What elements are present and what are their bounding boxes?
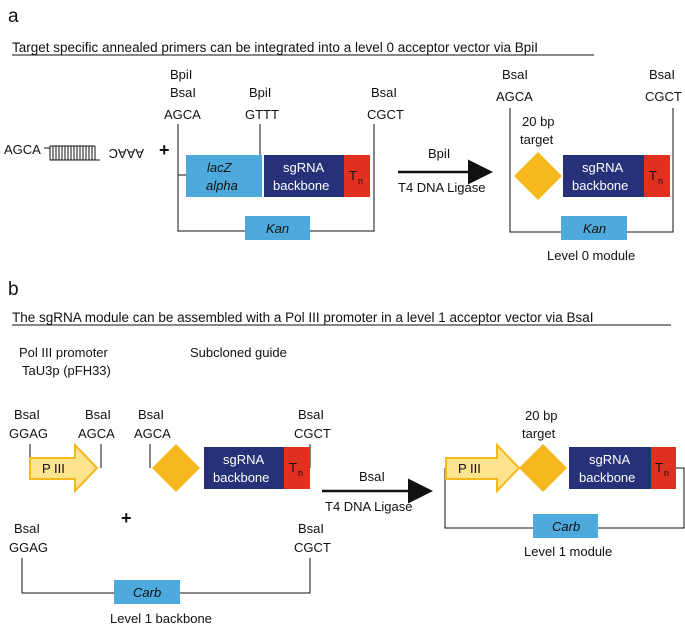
guide-sgrna-box <box>204 447 284 489</box>
guide-site-bsai-1: BsaI <box>138 407 164 422</box>
terminator-label: T <box>349 168 357 183</box>
guide-terminator-sub: n <box>298 468 303 478</box>
promoter-title-1: Pol III promoter <box>19 345 109 360</box>
l0-sgrna-box <box>563 155 644 197</box>
l1-sgrna-box <box>569 447 651 489</box>
arrow-b-ligase: T4 DNA Ligase <box>325 499 412 514</box>
terminator-sub: n <box>358 176 363 186</box>
prom-site-bsai-2: BsaI <box>85 407 111 422</box>
guide-overhang-cgct: CGCT <box>294 426 331 441</box>
l1-carb-label: Carb <box>552 519 580 534</box>
level0-module-label: Level 0 module <box>547 248 635 263</box>
l0-target-2: target <box>520 132 554 147</box>
sgrna-backbone-box <box>264 155 344 197</box>
panel-a-heading: Target specific annealed primers can be … <box>12 40 538 55</box>
bb-carb-box <box>114 580 180 604</box>
lacz-label-2: alpha <box>206 178 238 193</box>
guide-overhang-agca: AGCA <box>134 426 171 441</box>
panel-b-plus: + <box>121 508 132 528</box>
lacz-label-1: lacZ <box>207 160 233 175</box>
level1-backbone-label: Level 1 backbone <box>110 611 212 626</box>
arrow-a-ligase: T4 DNA Ligase <box>398 180 485 195</box>
p3-promoter-arrow <box>29 442 99 494</box>
l0-kan-label: Kan <box>583 221 606 236</box>
level1-module-backbone <box>444 467 685 529</box>
panel-b-heading: The sgRNA module can be assembled with a… <box>12 310 594 325</box>
sgrna-label-1: sgRNA <box>283 160 325 175</box>
guide-sgrna-label-2: backbone <box>213 470 269 485</box>
site-bsai-1: BsaI <box>170 85 196 100</box>
arrow-a-enzyme: BpiI <box>428 146 450 161</box>
bb-overhang-ggag: GGAG <box>9 540 48 555</box>
l0-kan-box <box>561 216 627 240</box>
l0-overhang-cgct: CGCT <box>645 89 682 104</box>
l1-terminator-label: T <box>655 460 663 475</box>
panel-a-plus: + <box>159 140 170 160</box>
lacz-alpha-box <box>186 155 262 197</box>
l0-sgrna-label-1: sgRNA <box>582 160 624 175</box>
l1-carb-box <box>533 514 598 538</box>
l1-sgrna-label-2: backbone <box>579 470 635 485</box>
guide-terminator-label: T <box>289 460 297 475</box>
l0-overhang-agca: AGCA <box>496 89 533 104</box>
l0-site-bsai-1: BsaI <box>502 67 528 82</box>
l0-terminator-sub: n <box>658 176 663 186</box>
kan-box <box>245 216 310 240</box>
overhang-agca-1: AGCA <box>164 107 201 122</box>
panel-a-letter: a <box>8 6 19 27</box>
bb-overhang-cgct: CGCT <box>294 540 331 555</box>
prom-site-bsai-1: BsaI <box>14 407 40 422</box>
primer-top-overhang: AGCA <box>4 142 41 157</box>
site-bsai-2: BsaI <box>371 85 397 100</box>
panel-b-letter: b <box>8 279 19 300</box>
kan-label: Kan <box>266 221 289 236</box>
prom-overhang-agca: AGCA <box>78 426 115 441</box>
guide-title: Subcloned guide <box>190 345 287 360</box>
l0-site-bsai-2: BsaI <box>649 67 675 82</box>
bb-site-bsai-2: BsaI <box>298 521 324 536</box>
l0-sgrna-label-2: backbone <box>572 178 628 193</box>
l0-target-diamond <box>514 152 562 200</box>
l1-target-2: target <box>522 426 556 441</box>
prom-overhang-ggag: GGAG <box>9 426 48 441</box>
l1-target-diamond <box>519 444 567 492</box>
l1-sgrna-label-1: sgRNA <box>589 452 631 467</box>
guide-sgrna-label-1: sgRNA <box>223 452 265 467</box>
sgrna-label-2: backbone <box>273 178 329 193</box>
guide-site-bsai-2: BsaI <box>298 407 324 422</box>
l1-p3-promoter-arrow <box>445 442 521 494</box>
l0-target-1: 20 bp <box>522 114 555 129</box>
site-bpii-2: BpiI <box>249 85 271 100</box>
terminator-box <box>344 155 370 197</box>
l1-target-1: 20 bp <box>525 408 558 423</box>
overhang-gttt: GTTT <box>245 107 279 122</box>
l1-terminator-sub: n <box>664 468 669 478</box>
l1-p3-label: P III <box>458 461 481 476</box>
level1-module-label: Level 1 module <box>524 544 612 559</box>
annealed-primers: AGCA AAAC <box>4 142 144 161</box>
primer-duplex <box>49 145 96 161</box>
l0-terminator-label: T <box>649 168 657 183</box>
promoter-title-2: TaU3p (pFH33) <box>22 363 111 378</box>
guide-terminator-box <box>284 447 310 489</box>
l1-terminator-box <box>651 447 676 489</box>
p3-label: P III <box>42 461 65 476</box>
guide-target-diamond <box>152 444 200 492</box>
bb-carb-label: Carb <box>133 585 161 600</box>
site-bpii-1: BpiI <box>170 67 192 82</box>
bb-site-bsai-1: BsaI <box>14 521 40 536</box>
overhang-cgct-1: CGCT <box>367 107 404 122</box>
l0-terminator-box <box>644 155 670 197</box>
primer-bottom-overhang: AAAC <box>109 146 144 161</box>
arrow-b-enzyme: BsaI <box>359 469 385 484</box>
